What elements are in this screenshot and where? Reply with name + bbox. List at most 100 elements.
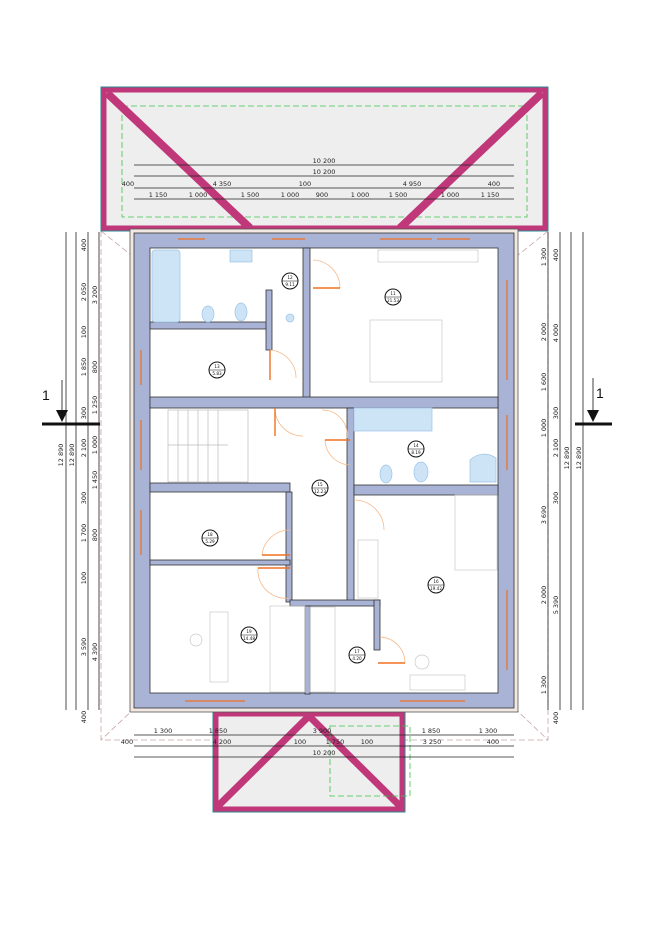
dimension-label: 1 000 [441,191,460,199]
windows [140,238,508,702]
room-number: 17 [354,649,360,654]
room-tag: 185.29 [201,529,219,547]
section-label: 1 [42,387,50,403]
dimension-label: 900 [316,191,328,199]
dimension-label: 4 390 [91,643,99,662]
dimension-label: 400 [488,180,500,188]
room-number: 13 [214,364,220,369]
dimension-label: 1 000 [540,419,548,438]
dimension-label: 4 350 [213,180,232,188]
room-area: 19.42 [430,586,442,591]
interior-walls [149,247,499,695]
room-tag: 135.83 [208,361,226,379]
dimension-label: 400 [487,738,499,746]
dimension-label: 1 600 [540,373,548,392]
closet [309,606,336,693]
dimension-label: 3 200 [91,286,99,305]
chair-2 [414,654,430,670]
dimension-label: 1 700 [80,524,88,543]
room-number: 16 [433,579,439,584]
dimension-label: 2 000 [540,586,548,605]
dimension-label: 4 950 [403,180,422,188]
dimension-label: 4 200 [213,738,232,746]
dimension-label: 2 100 [80,439,88,458]
doors [257,259,406,664]
room-tag: 11 21.53 [384,288,402,306]
bed-2 [454,494,498,571]
dimension-label: 100 [299,180,311,188]
dimension-label: 1 300 [540,676,548,695]
dimension-label: 1 850 [422,727,441,735]
dimension-label: 1 500 [241,191,260,199]
toilet-3 [413,461,429,483]
bed [369,319,443,383]
toilet [234,302,248,322]
room-number: 11 [390,291,396,296]
top-dimensions: 10 200 10 200 400 4 350 100 4 950 400 1 … [122,157,514,200]
dimension-label: 1 850 [80,358,88,377]
bathroom-sink-counter [353,407,433,432]
sink [229,249,253,263]
dimension-label: 2 100 [552,439,560,458]
staircase [167,409,249,483]
dimension-label: 3 900 [313,727,332,735]
dimension-label: 400 [552,249,560,261]
dimension-label: 1 500 [389,191,408,199]
dimension-label: 2 000 [540,323,548,342]
dimension-label: 1 000 [189,191,208,199]
room-area: 5.83 [212,371,222,376]
dimension-label: 1 850 [209,727,228,735]
dresser [377,249,479,263]
dimension-label: 100 [80,326,88,338]
dimension-label: 3 250 [423,738,442,746]
dimension-label: 1 750 [326,738,345,746]
room-tag: 148.19 [407,440,425,458]
room-number: 14 [413,443,419,448]
top-dormer [100,86,549,232]
bathtub [151,249,181,323]
room-area: 4.20 [352,656,362,661]
dimension-label: 4 000 [552,324,560,343]
room-area: 21.53 [387,298,399,303]
dimension-label: 100 [294,738,306,746]
dimension-label: 12 890 [57,444,65,467]
room-area: 14.48 [243,636,255,641]
dimension-label: 300 [552,492,560,504]
dimension-label: 3 690 [540,506,548,525]
dimension-label: 400 [122,180,134,188]
dimension-label: 1 300 [479,727,498,735]
dimension-label: 12 890 [68,444,76,467]
shower-cabin [469,453,497,483]
room-number: 18 [207,532,213,537]
dimension-label: 2 050 [80,283,88,302]
dimension-label: 1 000 [281,191,300,199]
room-area: 12.23 [314,489,326,494]
wardrobe [357,539,379,599]
dimension-label: 12 890 [575,447,583,470]
dimension-label: 800 [91,361,99,373]
dimension-label: 1 000 [91,436,99,455]
bidet [201,305,215,323]
shelving [269,605,306,693]
section-marker-left: 1 [42,380,100,426]
dimension-label: 300 [80,492,88,504]
room-tag: 129.11 [281,272,299,290]
dimension-label: 300 [80,407,88,419]
dimension-label: 10 200 [313,749,336,757]
dimension-label: 1 250 [91,396,99,415]
dimension-label: 400 [80,239,88,251]
section-label: 1 [596,385,604,401]
room-tag: 16 19.42 [427,576,445,594]
dimension-label: 400 [552,712,560,724]
desk-2 [409,674,466,691]
room-area: 8.19 [411,450,421,455]
bottom-dimensions: 1 300 1 850 3 900 1 850 1 300 400 4 200 … [121,727,514,758]
chair [189,633,203,647]
arrow-down-icon [56,410,68,422]
section-marker-right: 1 [575,378,612,426]
dimension-label: 1 000 [351,191,370,199]
dimension-label: 5 390 [552,596,560,615]
